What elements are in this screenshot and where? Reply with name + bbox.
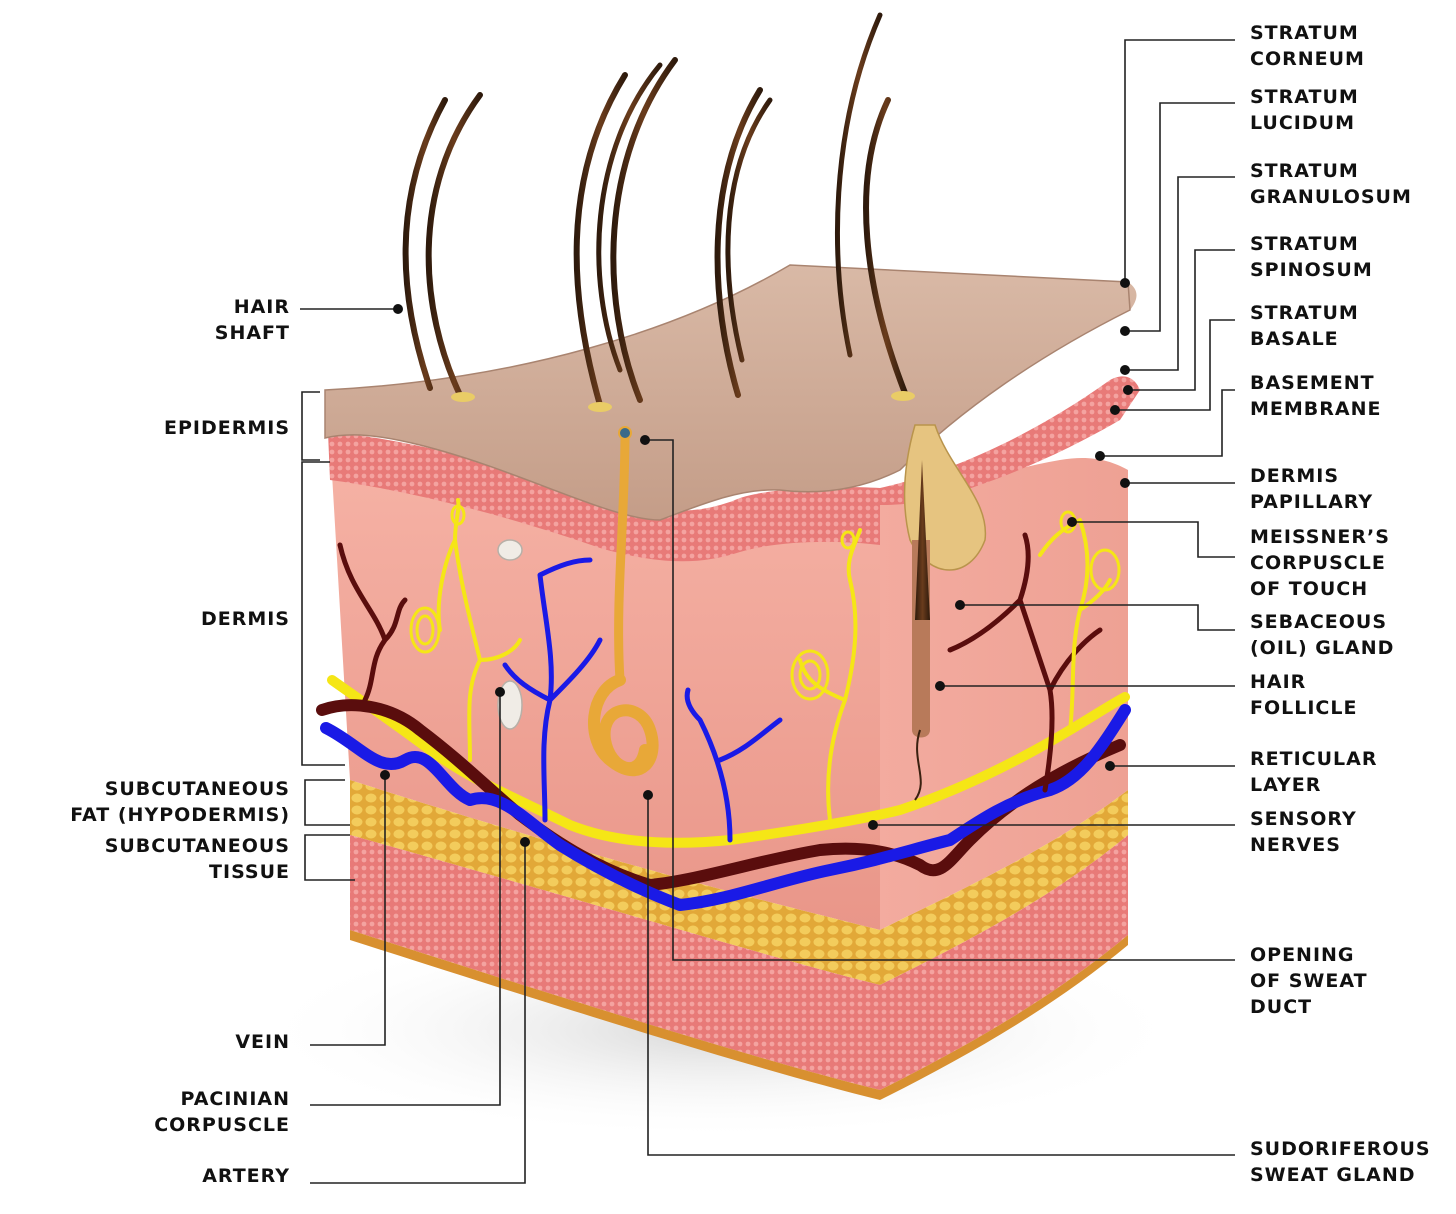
vein-branch-left	[502, 557, 603, 823]
label-artery: ARTERY	[202, 1165, 290, 1187]
label-basement-membrane: BASEMENT MEMBRANE	[1250, 372, 1382, 420]
label-reticular-layer: RETICULAR LAYER	[1250, 748, 1378, 796]
meissner-corpuscles	[409, 504, 1121, 701]
sweat-gland	[588, 426, 659, 777]
vein-main	[320, 704, 1131, 911]
label-vein: VEIN	[235, 1031, 290, 1053]
label-sudoriferous-gland: SUDORIFEROUS SWEAT GLAND	[1250, 1138, 1431, 1186]
leader-lines	[300, 39, 1235, 1184]
label-stratum-corneum: STRATUM CORNEUM	[1250, 22, 1365, 70]
label-stratum-spinosum: STRATUM SPINOSUM	[1250, 233, 1373, 281]
epidermis-slab	[324, 264, 1137, 521]
label-subcutaneous-tissue: SUBCUTANEOUS TISSUE	[104, 835, 290, 883]
hairs	[402, 12, 908, 408]
hair-follicle-group	[903, 424, 987, 801]
artery-main	[316, 699, 1126, 891]
label-epidermis: EPIDERMIS	[163, 417, 290, 439]
vein-branch-mid	[684, 687, 783, 843]
label-stratum-granulosum: STRATUM GRANULOSUM	[1250, 160, 1412, 208]
label-sensory-nerves: SENSORY NERVES	[1250, 808, 1357, 856]
label-hair-follicle: HAIR FOLLICLE	[1250, 671, 1358, 719]
label-hair-shaft: HAIR SHAFT	[214, 296, 290, 344]
vessels	[316, 498, 1131, 911]
hair-bases	[451, 391, 915, 412]
label-subcutaneous-fat: SUBCUTANEOUS FAT (HYPODERMIS)	[70, 778, 290, 826]
label-pacinian-corpuscle: PACINIAN CORPUSCLE	[154, 1088, 290, 1136]
label-meissners-corpuscle: MEISSNER’S CORPUSCLE OF TOUCH	[1250, 526, 1390, 600]
label-dermis: DERMIS	[200, 608, 290, 630]
leader-dots	[380, 278, 1133, 847]
artery-branch-left	[337, 542, 408, 703]
label-stratum-basale: STRATUM BASALE	[1250, 302, 1359, 350]
label-stratum-lucidum: STRATUM LUCIDUM	[1250, 86, 1359, 134]
label-dermis-papillary: DERMIS PAPILLARY	[1250, 465, 1374, 513]
label-sebaceous-gland: SEBACEOUS (OIL) GLAND	[1250, 611, 1395, 659]
label-opening-sweat-duct: OPENING OF SWEAT DUCT	[1250, 944, 1368, 1018]
